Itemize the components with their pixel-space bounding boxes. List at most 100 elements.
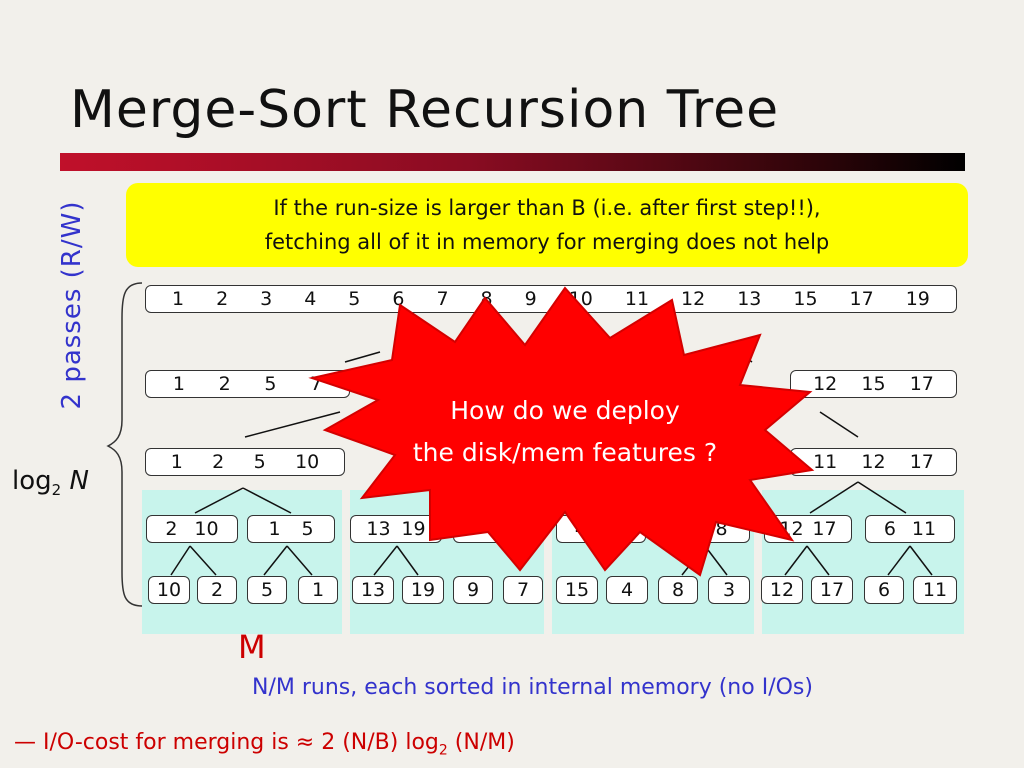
leaf-item: 2: [197, 576, 237, 604]
edge: [170, 545, 191, 576]
run-value: 11: [813, 451, 838, 473]
leaf-value: 17: [819, 579, 845, 601]
edge: [704, 545, 728, 576]
run-value: 1: [171, 288, 185, 310]
run-value: 5: [264, 373, 277, 395]
leaf-value: 4: [620, 579, 634, 601]
merged-run-level2-right: 11 12 17: [790, 448, 957, 476]
runs-note: N/M runs, each sorted in internal memory…: [252, 675, 813, 700]
leaf-item: 5: [247, 576, 287, 604]
leaf-item: 17: [811, 576, 853, 604]
pair-run: 1 5: [247, 515, 335, 543]
edge: [809, 481, 859, 514]
merge-edges: [170, 349, 933, 576]
run-value: 2: [216, 288, 229, 310]
cost-log-base: 2: [438, 742, 448, 759]
pair-run: 6 11: [865, 515, 955, 543]
starburst-polygon: [308, 286, 815, 577]
leaf-item: 1: [298, 576, 338, 604]
leaf-value: 2: [210, 579, 224, 601]
leaf-value: 12: [769, 579, 795, 601]
edge: [887, 545, 911, 576]
run-value: 19: [401, 518, 426, 540]
leaf-item: 13: [352, 576, 394, 604]
run-value: 5: [301, 518, 314, 540]
callout-line-2: fetching all of it in memory for merging…: [264, 230, 830, 254]
edge: [819, 411, 859, 438]
run-value: 2: [212, 451, 225, 473]
memory-region-1: [142, 490, 342, 634]
starburst-line-1: How do we deploy: [450, 396, 680, 425]
merged-run-level2-left: 1 2 5 10: [145, 448, 345, 476]
leaf-item: 19: [402, 576, 444, 604]
log-variable: N: [69, 466, 89, 496]
run-value: 12: [681, 288, 706, 310]
starburst-text: How do we deploy the disk/mem features ?: [360, 390, 770, 474]
leaf-item: 9: [453, 576, 493, 604]
run-value: 4: [304, 288, 317, 310]
run-value: 2: [165, 518, 178, 540]
merged-run-level1-right: 12 15 17: [790, 370, 957, 398]
edge: [909, 545, 933, 576]
title-underline-bar: [60, 153, 965, 171]
edge: [263, 545, 288, 576]
edge: [286, 545, 313, 576]
run-value: 13: [737, 288, 762, 310]
edge: [242, 487, 292, 514]
edge: [194, 487, 244, 514]
edge: [806, 545, 830, 576]
leaf-value: 19: [410, 579, 436, 601]
log-n-label: log2 N: [12, 466, 89, 499]
run-value: 3: [260, 288, 273, 310]
cost-prefix: — I/O-cost for merging is ≈ 2 (N/B) log: [14, 730, 439, 755]
callout-box: If the run-size is larger than B (i.e. a…: [126, 183, 968, 267]
run-value: 11: [911, 518, 937, 540]
leaf-value: 6: [877, 579, 891, 601]
run-value: 1: [170, 451, 183, 473]
run-value: 11: [624, 288, 650, 310]
edge: [373, 545, 398, 576]
leaf-item: 12: [761, 576, 803, 604]
run-value: 2: [218, 373, 231, 395]
run-value: 1: [172, 373, 185, 395]
leaf-item: 3: [708, 576, 750, 604]
leaf-item: 15: [556, 576, 598, 604]
leaf-item: 10: [148, 576, 190, 604]
run-value: 6: [392, 288, 405, 310]
tree-brace: [106, 282, 143, 607]
run-value: 17: [849, 288, 874, 310]
leaf-item: 6: [864, 576, 904, 604]
run-value: 9: [524, 288, 537, 310]
run-value: 19: [905, 288, 930, 310]
leaf-value: 9: [466, 579, 480, 601]
run-value: 17: [909, 373, 934, 395]
log-base: 2: [51, 481, 62, 500]
edge: [857, 481, 907, 514]
edge: [784, 545, 808, 576]
run-value: 6: [883, 518, 897, 540]
run-value: 7: [436, 288, 449, 310]
leaf-value: 8: [671, 579, 685, 601]
starburst-line-2: the disk/mem features ?: [412, 438, 718, 467]
leaf-item: 11: [913, 576, 957, 604]
leaf-item: 7: [503, 576, 543, 604]
leaf-item: 8: [658, 576, 698, 604]
edge: [189, 545, 217, 576]
pair-run: 2 10: [146, 515, 238, 543]
run-value: 13: [366, 518, 391, 540]
run-value: 15: [861, 373, 886, 395]
leaf-value: 5: [260, 579, 274, 601]
leaf-value: 1: [311, 579, 325, 601]
run-value: 1: [268, 518, 281, 540]
leaf-value: 15: [564, 579, 590, 601]
leaf-value: 7: [516, 579, 530, 601]
callout-line-1: If the run-size is larger than B (i.e. a…: [273, 196, 821, 220]
run-value: 5: [348, 288, 361, 310]
run-value: 10: [295, 451, 320, 473]
io-cost-note: — I/O-cost for merging is ≈ 2 (N/B) log2…: [14, 730, 515, 758]
run-value: 10: [194, 518, 219, 540]
edge: [396, 545, 419, 576]
run-value: 12: [861, 451, 886, 473]
